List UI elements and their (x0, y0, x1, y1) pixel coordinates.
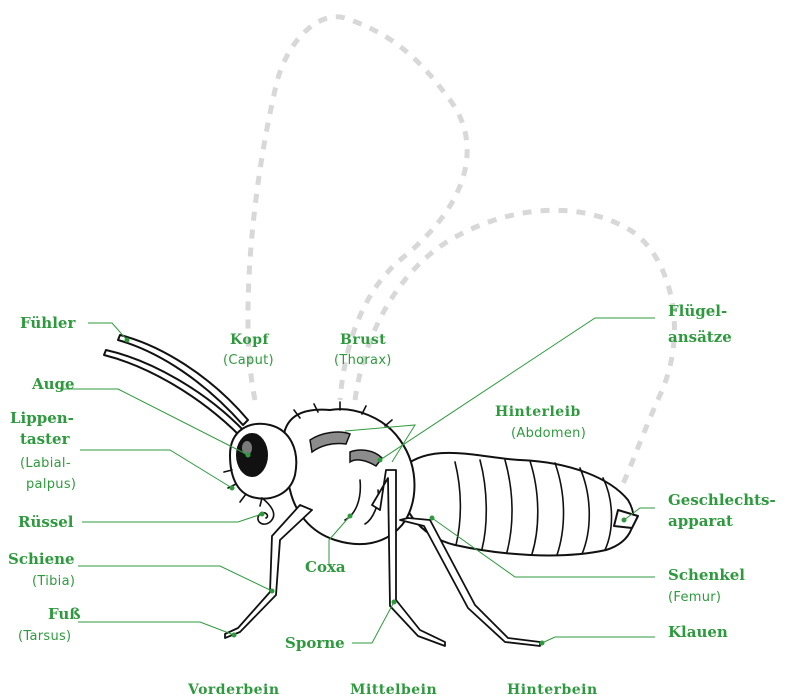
label-schenkel: Schenkel (668, 566, 745, 584)
label-lippentaster-sub-1: (Labial- (20, 456, 71, 471)
compound-eye (236, 433, 268, 477)
label-hinterleib-sub: (Abdomen) (511, 426, 586, 441)
front-leg (225, 505, 312, 638)
label-lippentaster-1: Lippen- (10, 409, 74, 427)
label-sporne: Sporne (285, 634, 345, 652)
antenna-upper (118, 335, 248, 425)
label-fuehler: Fühler (20, 314, 76, 332)
label-coxa: Coxa (305, 558, 346, 576)
label-schenkel-sub: (Femur) (668, 590, 721, 605)
label-lippentaster-2: taster (20, 430, 71, 448)
antennae (104, 335, 248, 436)
label-brust-sub: (Thorax) (334, 353, 392, 368)
label-geschlecht-2: apparat (668, 512, 733, 530)
caption-mittelbein: Mittelbein (350, 682, 437, 698)
label-hinterleib: Hinterleib (495, 404, 581, 420)
label-fluegel-1: Flügel- (668, 302, 727, 320)
label-geschlecht-1: Geschlechts- (668, 491, 776, 509)
label-fuss-sub: (Tarsus) (18, 629, 71, 644)
label-klauen: Klauen (668, 623, 728, 641)
label-schiene-sub: (Tibia) (32, 574, 75, 589)
label-brust: Brust (340, 332, 386, 348)
label-fluegel-2: ansätze (668, 328, 732, 346)
label-schiene: Schiene (8, 550, 75, 568)
label-ruessel: Rüssel (18, 513, 74, 531)
label-fuss: Fuß (48, 605, 81, 623)
label-kopf-sub: (Caput) (223, 353, 274, 368)
head (224, 424, 296, 524)
caption-vorderbein: Vorderbein (187, 682, 280, 698)
label-kopf: Kopf (230, 332, 269, 348)
label-auge: Auge (31, 375, 75, 393)
label-lippentaster-sub-2: palpus) (26, 477, 76, 492)
caption-hinterbein: Hinterbein (507, 682, 598, 698)
